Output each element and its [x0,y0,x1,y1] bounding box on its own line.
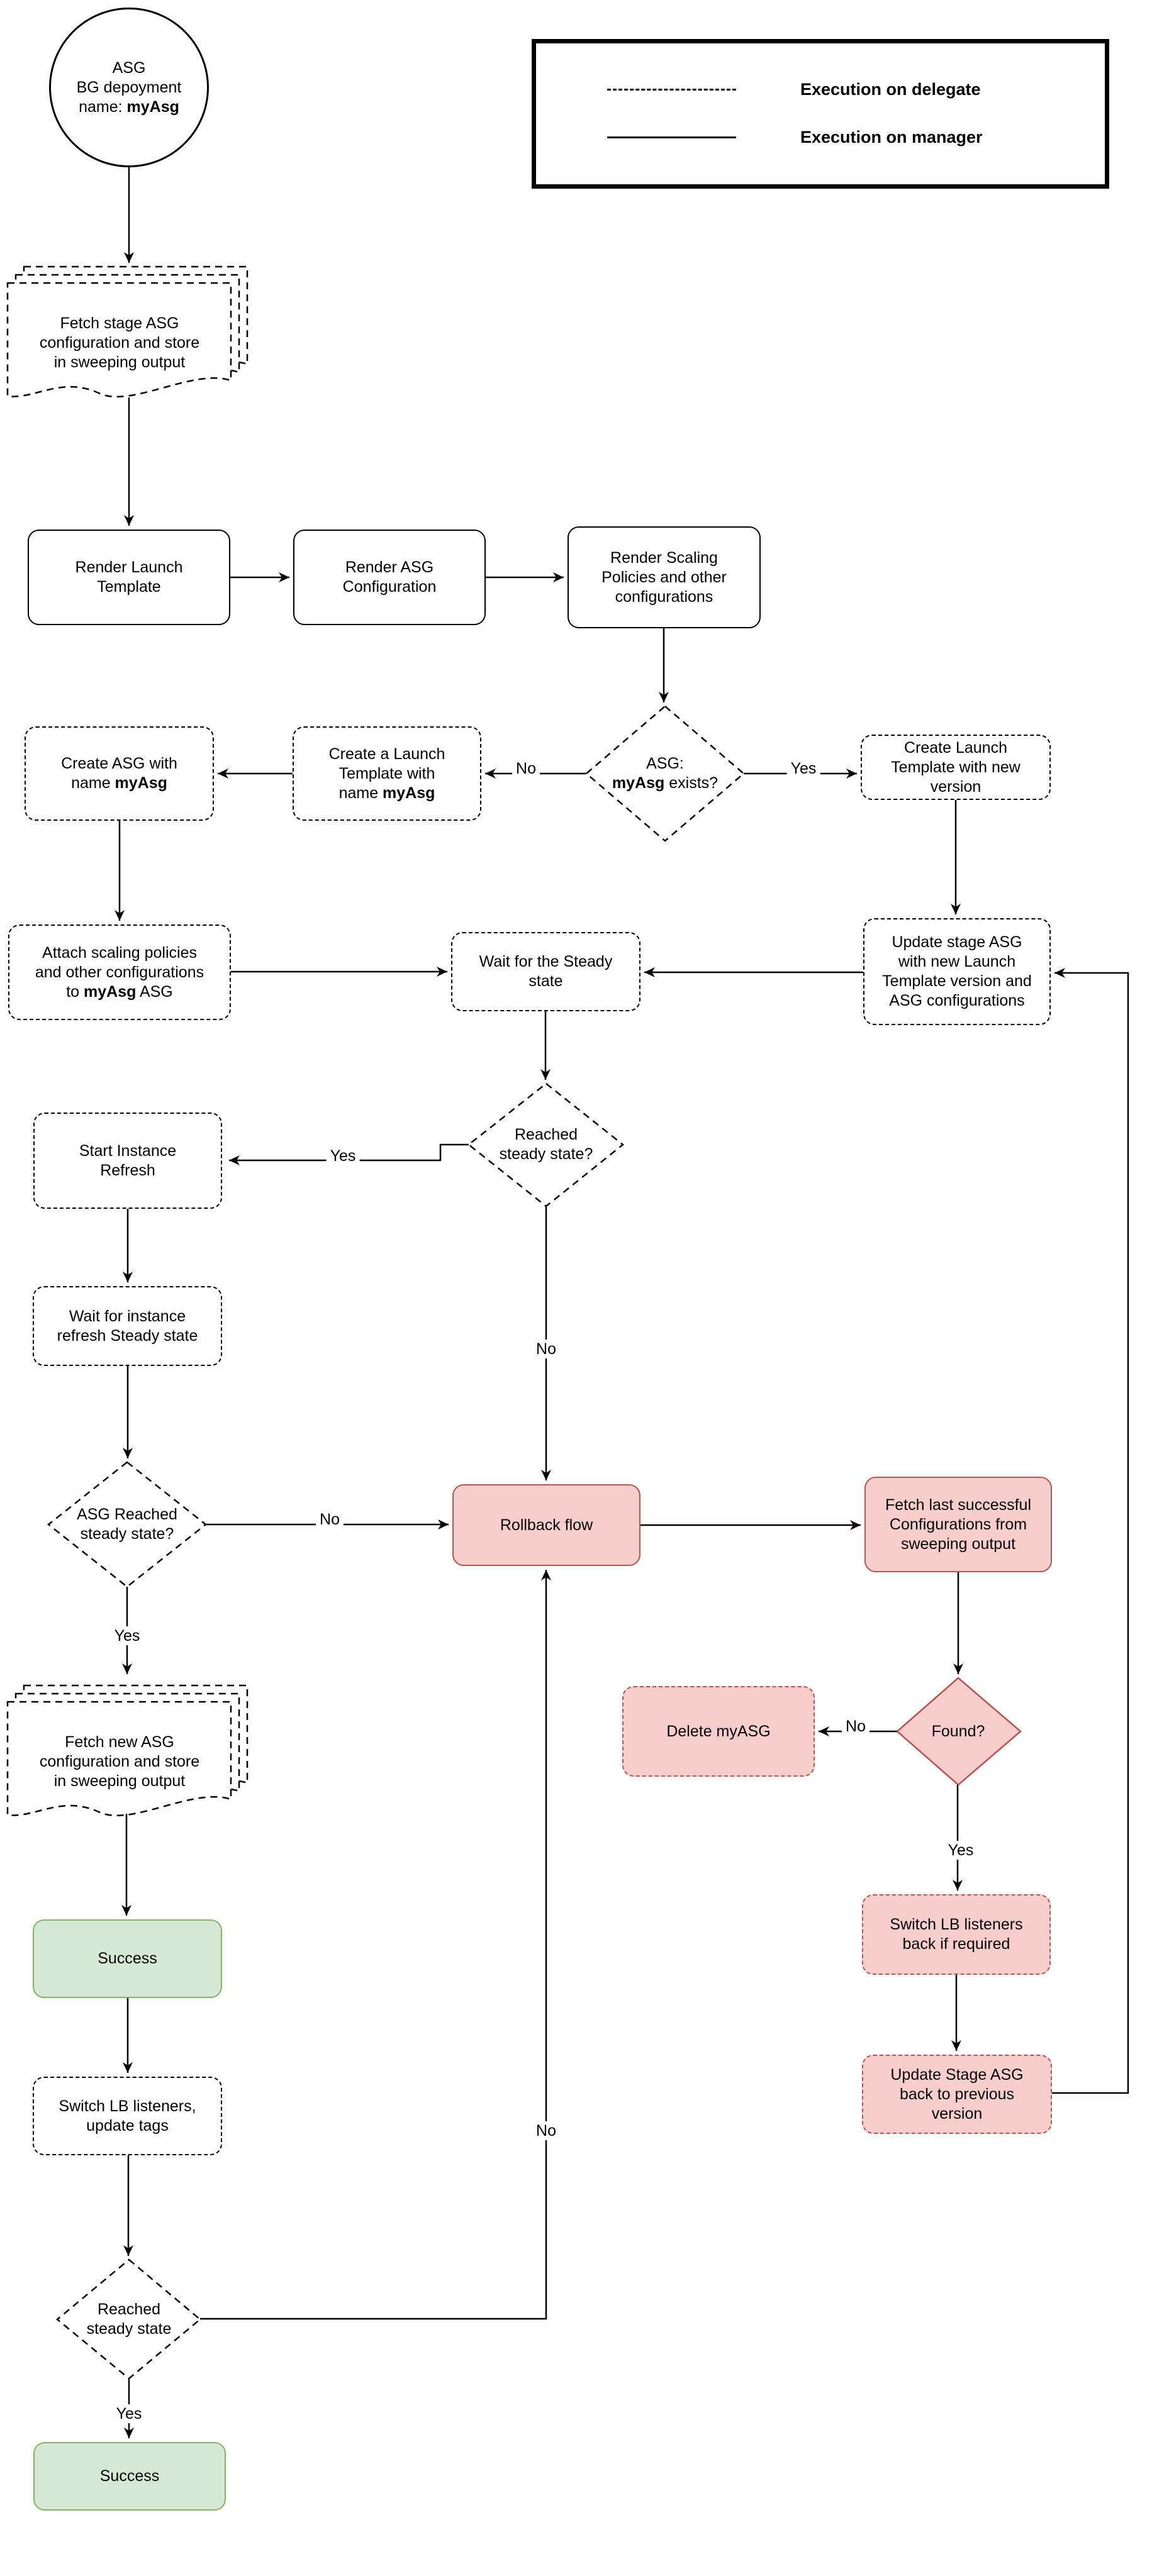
asg-reached-decision-label: ASG Reached steady state? [77,1506,177,1543]
start-asg-name: myAsg [126,97,179,116]
create-lt-asg-name: myAsg [383,784,435,802]
attach-asg-name: myAsg [84,982,137,1001]
label-asg-reached-no: No [316,1510,344,1529]
create-asg-line2: name [71,774,115,792]
start-instance-refresh-node: Start Instance Refresh [33,1113,222,1209]
create-lt-line3: name [338,784,383,802]
legend: Execution on delegate Execution on manag… [532,39,1109,189]
delegate-line-sample [607,89,736,91]
asg-exists-diamond [585,705,745,842]
attach-line2: and other configurations [35,963,204,981]
found-decision-label: Found? [931,1722,985,1740]
create-lt-line2: Template with [338,764,435,782]
label-asg-exists-no: No [512,759,540,778]
create-asg-node: Create ASG with name myAsg [25,726,214,821]
asg-exists-decision-label: ASG: myAsg exists? [590,735,741,813]
asg-exists-line2: exists? [664,774,719,792]
fetch-last-config-node: Fetch last successful Configurations fro… [864,1477,1052,1572]
legend-delegate-label: Execution on delegate [800,80,981,99]
switch-lb-back-node: Switch LB listeners back if required [862,1894,1051,1975]
fetch-stage-node-label: Fetch stage ASG configuration and store … [39,314,200,371]
fetch-stage-document-shape [6,265,249,397]
edge-update-back-to-update-stage [1052,968,1129,2094]
label-reached-q-no: No [532,1340,560,1358]
asg-exists-name: myAsg [612,774,665,792]
start-line2: BG depoyment [76,78,182,96]
rollback-flow-node: Rollback flow [452,1484,640,1566]
fetch-new-document-shape [6,1684,249,1816]
edge-reached-final-no [200,1570,551,2320]
start-line1: ASG [112,58,146,77]
legend-manager-label: Execution on manager [800,128,983,147]
reached-steady-final-decision-label: Reached steady state [86,2301,172,2338]
attach-line1: Attach scaling policies [42,943,197,962]
start-line3: name: [79,97,127,116]
render-asg-configuration-node: Render ASG Configuration [293,530,486,625]
success-mid-node: Success [33,1919,222,1998]
create-asg-line1: Create ASG with [61,755,177,772]
update-stage-asg-node: Update stage ASG with new Launch Templat… [863,918,1051,1025]
manager-line-sample [607,136,736,138]
update-stage-back-node: Update Stage ASG back to previous versio… [862,2055,1052,2134]
attach-policies-node: Attach scaling policies and other config… [8,924,231,1020]
reached-steady-decision-label: Reached steady state? [499,1126,593,1163]
label-found-yes: Yes [944,1841,978,1860]
label-reached-q-yes: Yes [326,1146,360,1165]
asg-exists-line1: ASG: [646,755,684,772]
label-asg-exists-yes: Yes [786,759,820,778]
create-launch-template-named-node: Create a Launch Template with name myAsg [293,726,481,821]
create-launch-template-new-node: Create Launch Template with new version [861,735,1051,800]
wait-steady-node: Wait for the Steady state [451,932,640,1011]
fetch-new-node-label: Fetch new ASG configuration and store in… [39,1733,200,1790]
start-node: ASG BG depoyment name: myAsg [49,8,209,167]
create-lt-line1: Create a Launch [328,745,445,763]
asg-reached-steady-diamond [47,1461,208,1588]
label-reached-final-yes: Yes [112,2404,146,2423]
create-asg-name: myAsg [115,774,167,792]
delete-myasg-node: Delete myASG [622,1686,815,1777]
wait-instance-refresh-node: Wait for instance refresh Steady state [33,1286,222,1366]
attach-line3: to [66,982,84,1001]
label-found-no: No [842,1717,870,1736]
switch-lb-tags-node: Switch LB listeners, update tags [33,2077,222,2155]
render-launch-template-node: Render Launch Template [28,530,230,625]
attach-line3-suffix: ASG [136,982,173,1001]
success-final-node: Success [33,2442,226,2511]
render-scaling-policies-node: Render Scaling Policies and other config… [568,526,761,628]
label-asg-reached-yes: Yes [110,1626,144,1645]
label-reached-final-no: No [532,2121,560,2140]
